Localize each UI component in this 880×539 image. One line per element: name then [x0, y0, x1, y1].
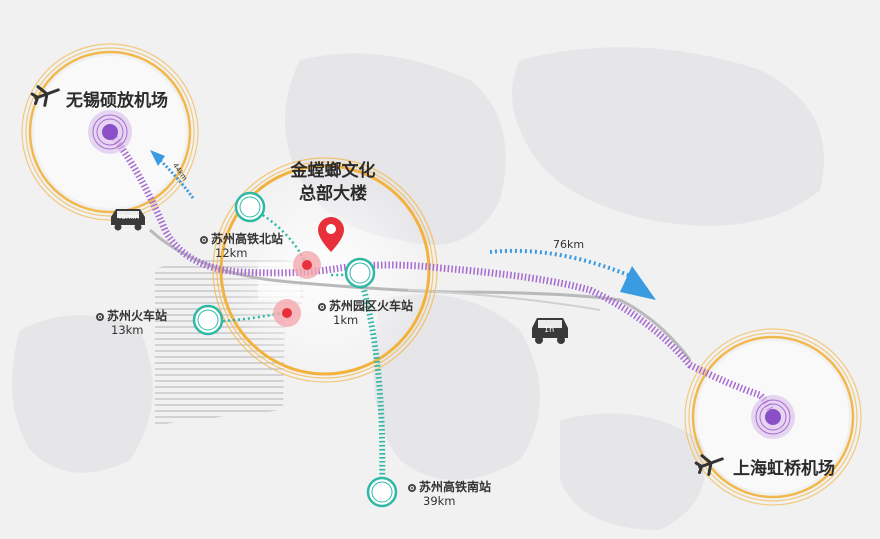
airplane-icon	[30, 85, 60, 107]
headquarters-line2: 总部大楼	[299, 184, 367, 204]
station-suzhou-distance: 13km	[111, 323, 144, 337]
station-north: 苏州高铁北站 12km	[200, 232, 283, 260]
station-park-name: 苏州园区火车站	[329, 299, 414, 313]
station-icon	[318, 303, 326, 311]
headquarters-label: 金螳螂文化 总部大楼	[278, 160, 388, 206]
headquarters-line1: 金螳螂文化	[290, 161, 376, 181]
station-suzhou-name: 苏州火车站	[107, 309, 168, 323]
station-north-name: 苏州高铁北站	[211, 232, 284, 246]
station-icon	[408, 484, 416, 492]
station-south-distance: 39km	[423, 494, 456, 508]
station-markers	[192, 191, 398, 508]
purple-route	[107, 129, 777, 418]
shanghai-drive-time: 1h	[544, 325, 555, 334]
station-icon	[96, 313, 104, 321]
station-south-name: 苏州高铁南站	[419, 480, 492, 494]
wuxi-airport-label: 无锡硕放机场	[66, 91, 168, 111]
station-park: 苏州园区火车站 1km	[318, 299, 413, 327]
wuxi-airport-rings	[21, 43, 199, 221]
hongqiao-airport-rings	[684, 328, 862, 506]
shanghai-distance: 76km	[553, 238, 585, 251]
station-north-distance: 12km	[215, 246, 248, 260]
hongqiao-airport-label: 上海虹桥机场	[733, 459, 835, 479]
airplane-icon	[694, 454, 724, 476]
wuxi-airport-dot	[88, 110, 132, 154]
car-icon	[532, 318, 568, 344]
station-south: 苏州高铁南站 39km	[408, 480, 491, 508]
location-dots	[273, 251, 321, 327]
car-icon	[111, 209, 145, 231]
station-icon	[200, 236, 208, 244]
station-park-distance: 1km	[333, 313, 359, 327]
wuxi-drive-time: 45min	[117, 213, 140, 221]
south-rail-route	[357, 274, 386, 489]
hongqiao-airport-dot	[751, 395, 795, 439]
shanghai-arrow	[489, 248, 641, 282]
station-suzhou: 苏州火车站 13km	[96, 309, 167, 337]
location-pin-icon	[318, 217, 344, 252]
